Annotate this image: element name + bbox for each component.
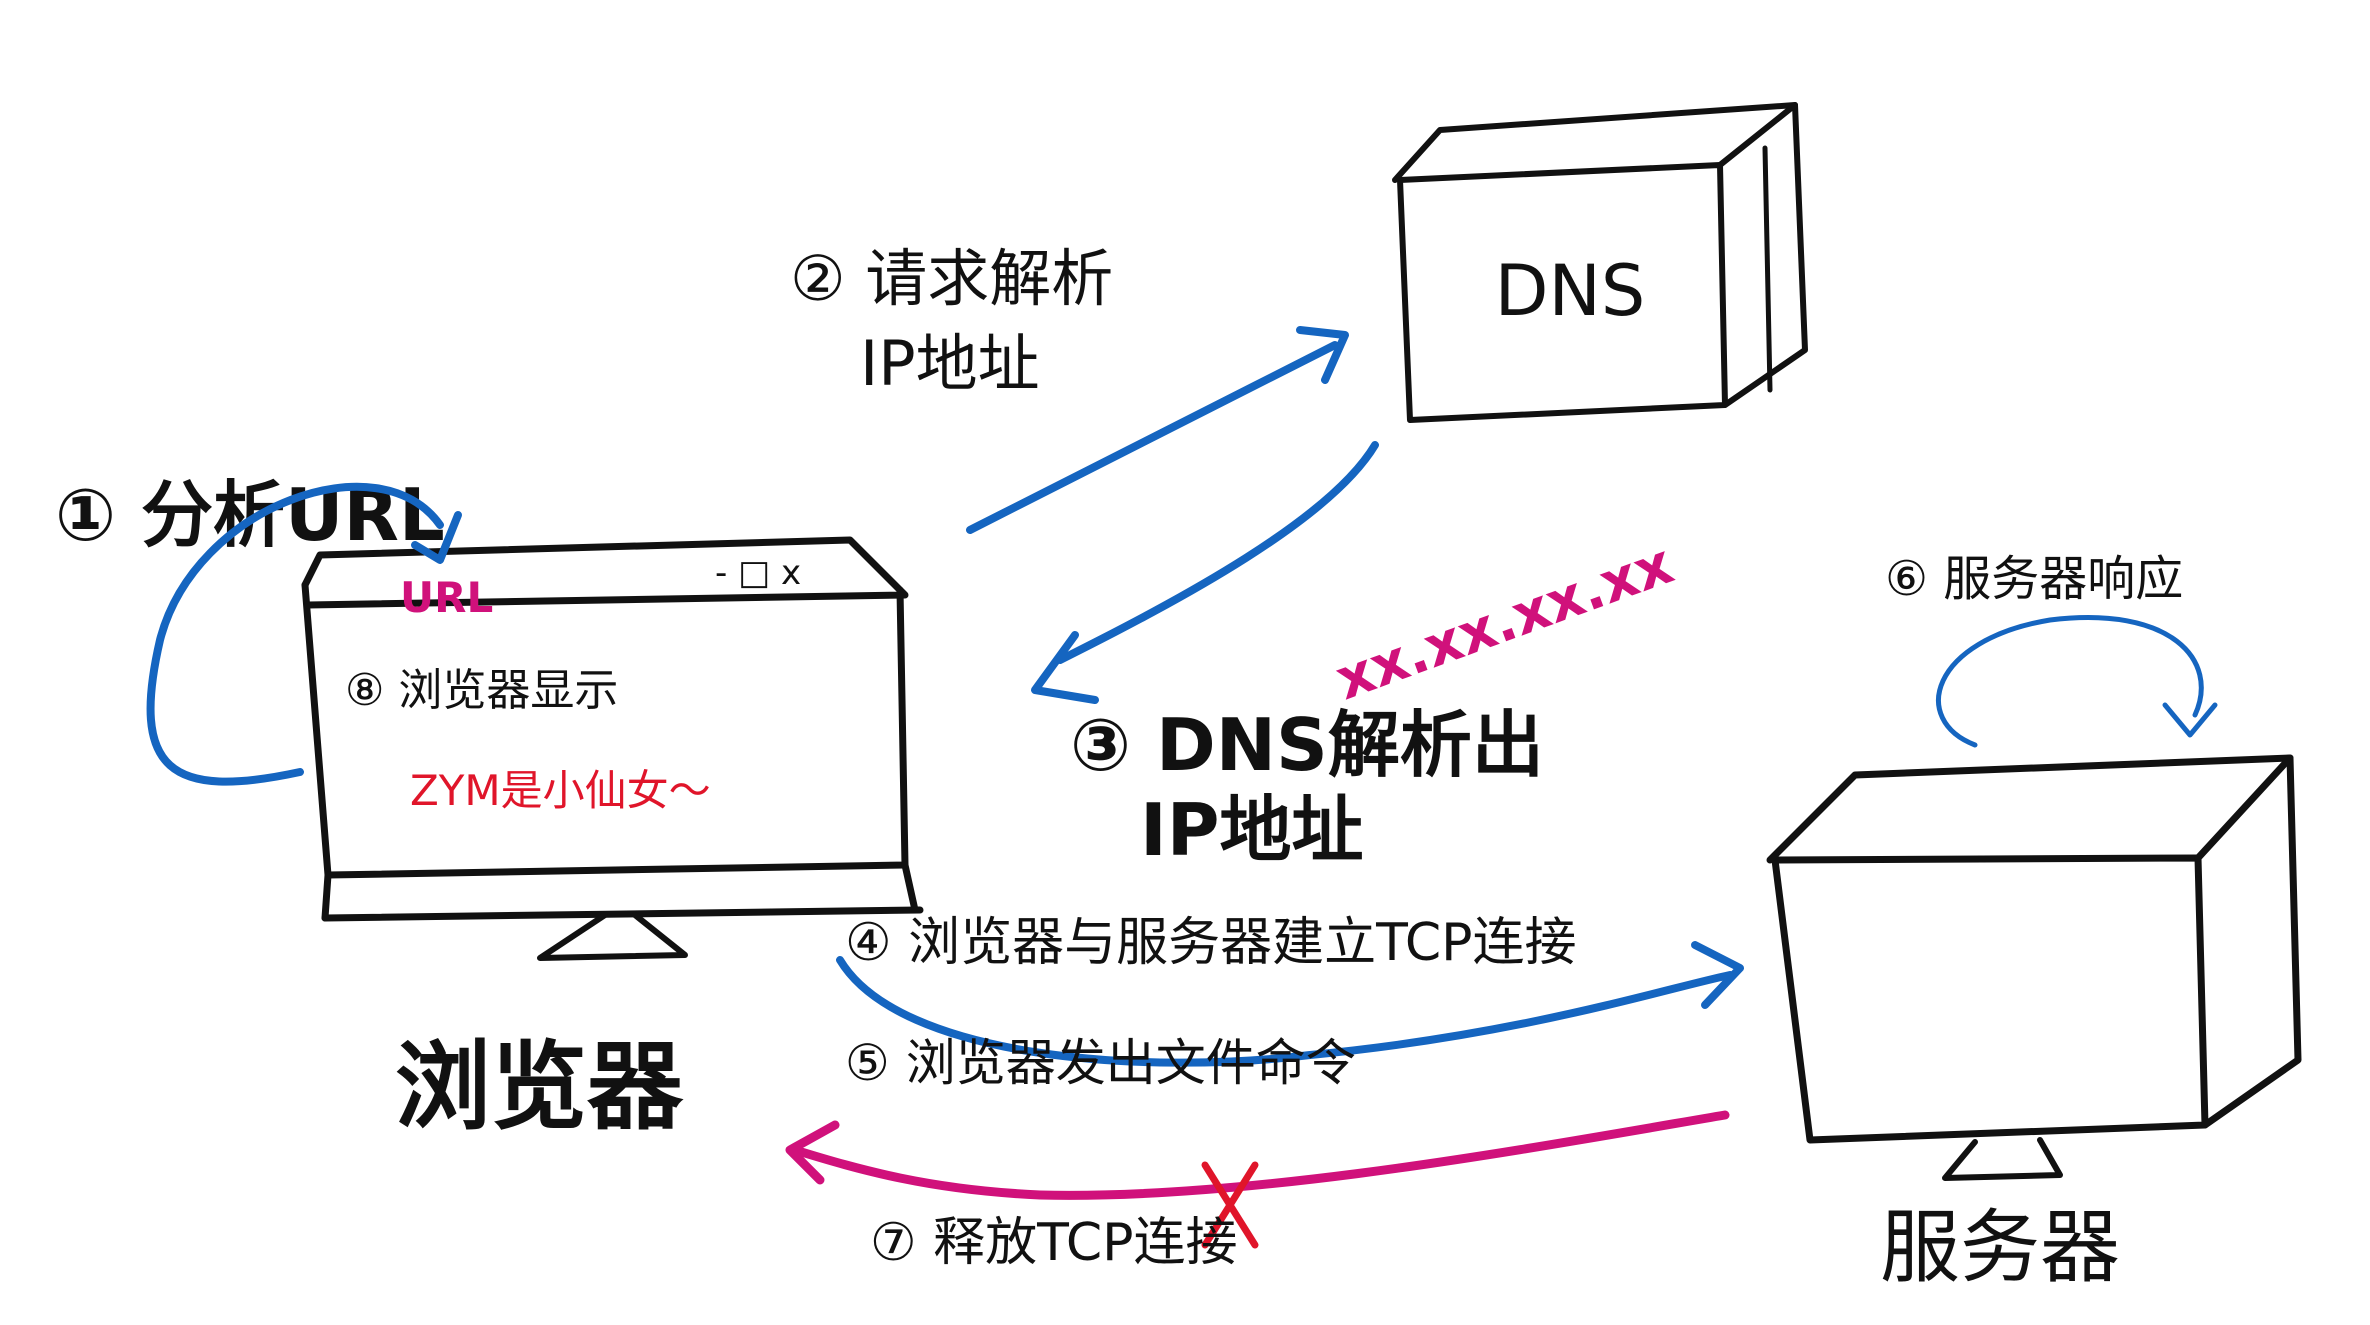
step6-arrow: [1936, 615, 2204, 748]
step3-arrow: [1056, 441, 1379, 664]
browser-display-message: ZYM是小仙女～: [410, 766, 711, 815]
url-label: URL: [400, 573, 493, 622]
step7-label: ⑦ 释放TCP连接: [870, 1213, 1238, 1273]
step2-arrow: [966, 341, 1339, 534]
step4-label: ④ 浏览器与服务器建立TCP连接: [845, 913, 1577, 973]
step6-label: ⑥ 服务器响应: [1885, 551, 2183, 607]
browser-display-step: ⑧ 浏览器显示: [345, 665, 618, 716]
dns-label: DNS: [1495, 250, 1646, 332]
step3-label-line2: IP地址: [1140, 788, 1364, 872]
step3-label-line1: ③ DNS解析出: [1070, 703, 1544, 787]
step7-arrow: [790, 1110, 1730, 1200]
step2-arrowhead: [1296, 326, 1349, 384]
step4-arrowhead: [1691, 941, 1744, 1009]
step1-arrow: [146, 483, 444, 786]
step4-arrow: [836, 956, 1734, 1067]
browser-title: 浏览器: [395, 1031, 684, 1143]
step7-cross-mark: [1201, 1161, 1259, 1249]
step2-label-line1: ② 请求解析: [790, 242, 1113, 315]
step1-arrowhead: [411, 511, 462, 564]
step3-ip: xx.xx.xx.xx: [1328, 531, 1682, 713]
dns-server-box: DNS: [1392, 102, 1808, 423]
browser-monitor: [301, 536, 924, 961]
window-controls: - □ x: [715, 553, 801, 593]
server-title: 服务器: [1880, 1201, 2120, 1294]
step6-arrowhead: [2162, 702, 2218, 738]
web-server-box: [1766, 754, 2302, 1181]
step5-label: ⑤ 浏览器发出文件命令: [845, 1034, 1356, 1092]
step2-label-line2: IP地址: [860, 327, 1040, 400]
step1-label: ① 分析URL: [55, 473, 445, 557]
step7-arrowhead: [785, 1120, 840, 1185]
step3-arrowhead: [1031, 631, 1099, 704]
